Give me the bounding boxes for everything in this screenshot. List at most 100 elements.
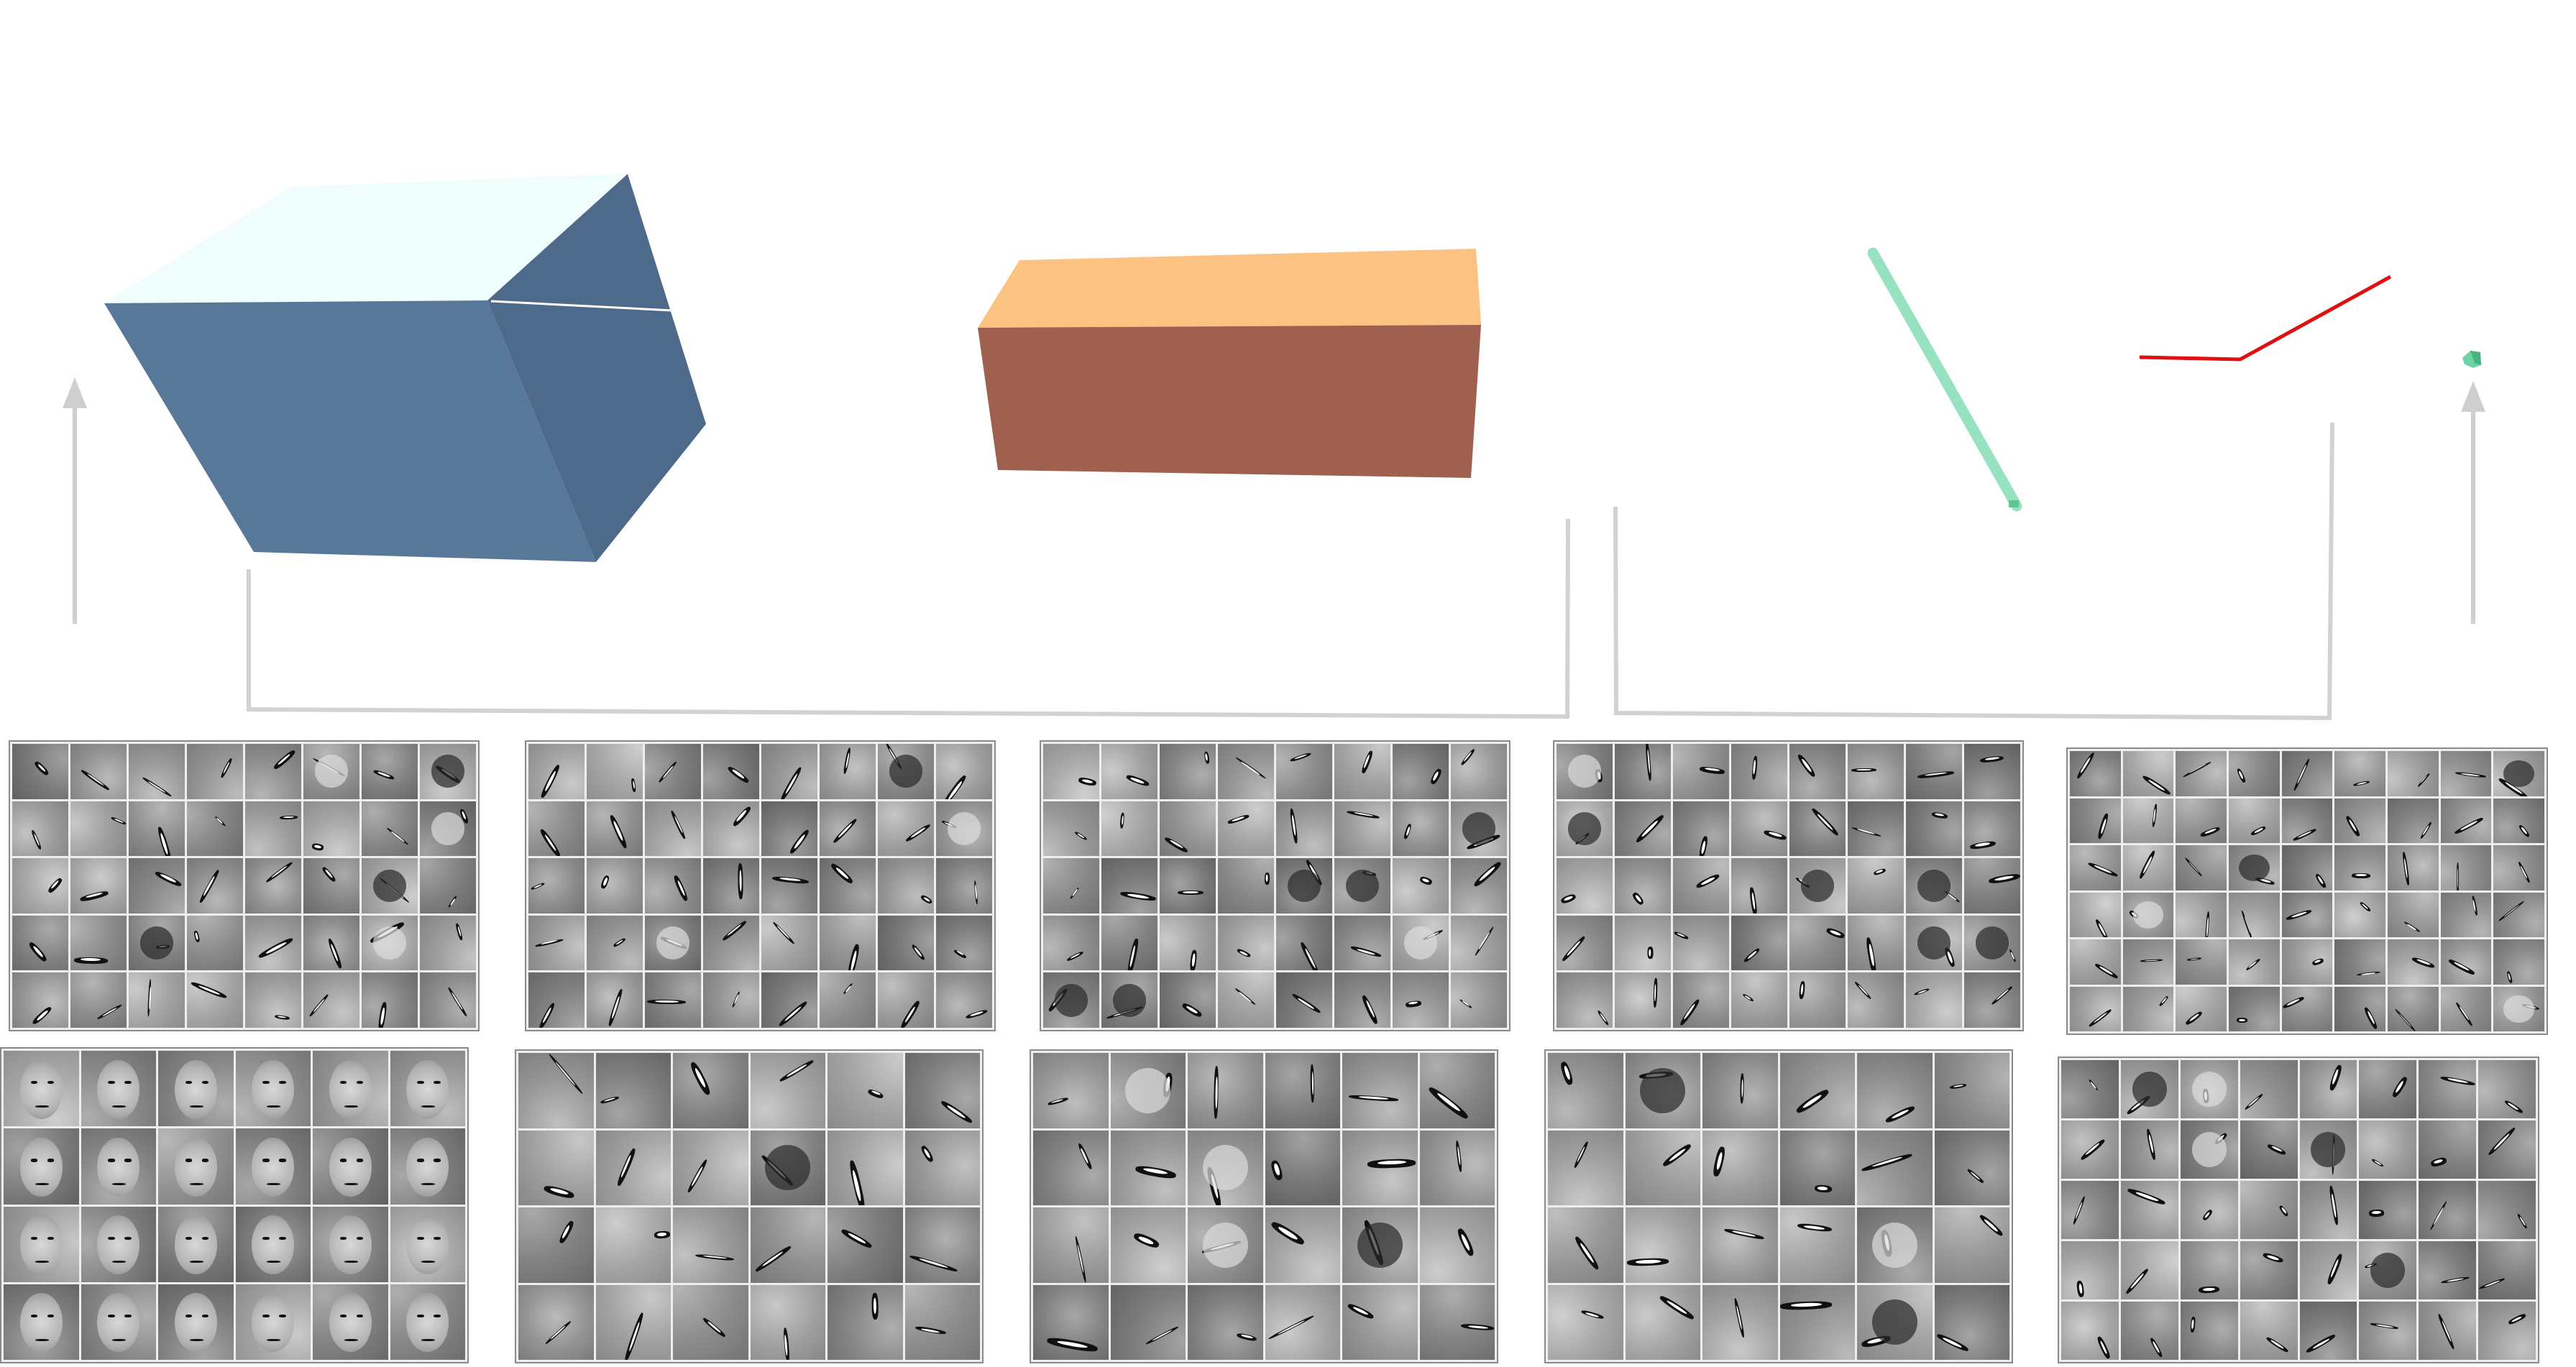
feature-tile: [1276, 801, 1332, 857]
feature-tile: [761, 801, 817, 857]
feature-tile: [1218, 744, 1274, 799]
feature-tile: [587, 858, 643, 913]
feature-tile: [2240, 1120, 2298, 1179]
feature-tile: [820, 972, 876, 1028]
feature-tile: [313, 1051, 388, 1127]
feature-tile: [1110, 1130, 1186, 1205]
feature-tile: [587, 744, 643, 799]
feature-tile: [936, 915, 992, 971]
feature-tile: [1906, 801, 1962, 857]
feature-tile: [2228, 986, 2280, 1031]
feature-tile: [158, 1051, 234, 1127]
feature-tile: [587, 801, 643, 857]
feature-tile: [1160, 858, 1216, 913]
feature-tile: [81, 1128, 156, 1205]
feature-tile: [673, 1130, 748, 1205]
feature-tile: [12, 744, 68, 799]
feature-tile: [1265, 1284, 1340, 1360]
feature-tile: [2281, 845, 2333, 890]
feature-tile: [2359, 1120, 2417, 1179]
feature-tile: [1033, 1130, 1109, 1205]
feature-tile: [1964, 801, 2020, 857]
feature-tile: [2228, 845, 2280, 890]
feature-tile: [1779, 1207, 1855, 1283]
feature-tile: [1557, 744, 1613, 799]
feature-tile: [828, 1130, 903, 1205]
rod-end-cap: [2009, 500, 2019, 507]
first-layer-filters-elephants: [1040, 740, 1511, 1031]
feature-tile: [2440, 892, 2492, 937]
feature-tile: [595, 1130, 671, 1205]
feature-tile: [1848, 744, 1904, 799]
feature-tile: [81, 1284, 156, 1360]
feature-tile: [2359, 1241, 2417, 1299]
feature-tile: [2122, 751, 2174, 796]
feature-tile: [235, 1206, 311, 1282]
feature-tile: [1857, 1053, 1933, 1128]
feature-tile: [673, 1053, 748, 1128]
feature-tile: [2180, 1241, 2238, 1299]
feature-tile: [1110, 1053, 1186, 1128]
feature-tile: [1451, 801, 1507, 857]
feature-tile: [828, 1284, 903, 1360]
feature-tile: [1557, 915, 1613, 971]
feature-tile: [12, 972, 68, 1028]
feature-tile: [1342, 1207, 1418, 1283]
large-blue-cube: [104, 174, 706, 562]
feature-tile: [2387, 751, 2439, 796]
feature-tile: [528, 972, 585, 1028]
feature-tile: [1789, 915, 1846, 971]
feature-tile: [4, 1051, 79, 1127]
feature-tile: [1033, 1053, 1109, 1128]
feature-tile: [820, 744, 876, 799]
feature-tile: [2359, 1181, 2417, 1239]
feature-tile: [2061, 1120, 2119, 1179]
feature-tile: [2180, 1120, 2238, 1179]
feature-tile: [761, 744, 817, 799]
feature-tile: [4, 1206, 79, 1282]
feature-tile: [1673, 801, 1729, 857]
feature-tile: [1393, 972, 1449, 1028]
feature-tile: [420, 972, 476, 1028]
feature-tile: [1419, 1053, 1495, 1128]
feature-tile: [1160, 744, 1216, 799]
feature-tile: [1334, 744, 1390, 799]
first-layer-filters-mixed: [2066, 747, 2548, 1035]
feature-tile: [2281, 751, 2333, 796]
feature-tile: [1393, 915, 1449, 971]
feature-tile: [703, 915, 759, 971]
feature-tile: [1276, 858, 1332, 913]
feature-tile: [1043, 915, 1099, 971]
feature-tile: [1934, 1207, 2009, 1283]
feature-tile: [2122, 986, 2174, 1031]
feature-tile: [2070, 892, 2121, 937]
feature-tile: [1615, 744, 1671, 799]
feature-tile: [158, 1128, 234, 1205]
feature-tile: [4, 1284, 79, 1360]
feature-tile: [750, 1284, 825, 1360]
feature-tile: [2180, 1302, 2238, 1360]
feature-tile: [1218, 801, 1274, 857]
feature-tile: [645, 744, 701, 799]
feature-tile: [2061, 1181, 2119, 1239]
feature-tile: [129, 744, 185, 799]
feature-tile: [1160, 801, 1216, 857]
feature-tile: [235, 1128, 311, 1205]
feature-tile: [245, 972, 301, 1028]
feature-tile: [129, 972, 185, 1028]
feature-tile: [2281, 939, 2333, 985]
feature-tile: [2387, 939, 2439, 985]
feature-tile: [1964, 858, 2020, 913]
cube-edge-highlight: [490, 300, 673, 312]
feature-tile: [1160, 915, 1216, 971]
feature-tile: [2122, 845, 2174, 890]
feature-tile: [936, 972, 992, 1028]
feature-tile: [187, 858, 243, 913]
feature-tile: [1451, 858, 1507, 913]
feature-tile: [1419, 1130, 1495, 1205]
feature-tile: [1265, 1207, 1340, 1283]
feature-tile: [1557, 801, 1613, 857]
feature-tile: [904, 1053, 980, 1128]
feature-tile: [1615, 915, 1671, 971]
